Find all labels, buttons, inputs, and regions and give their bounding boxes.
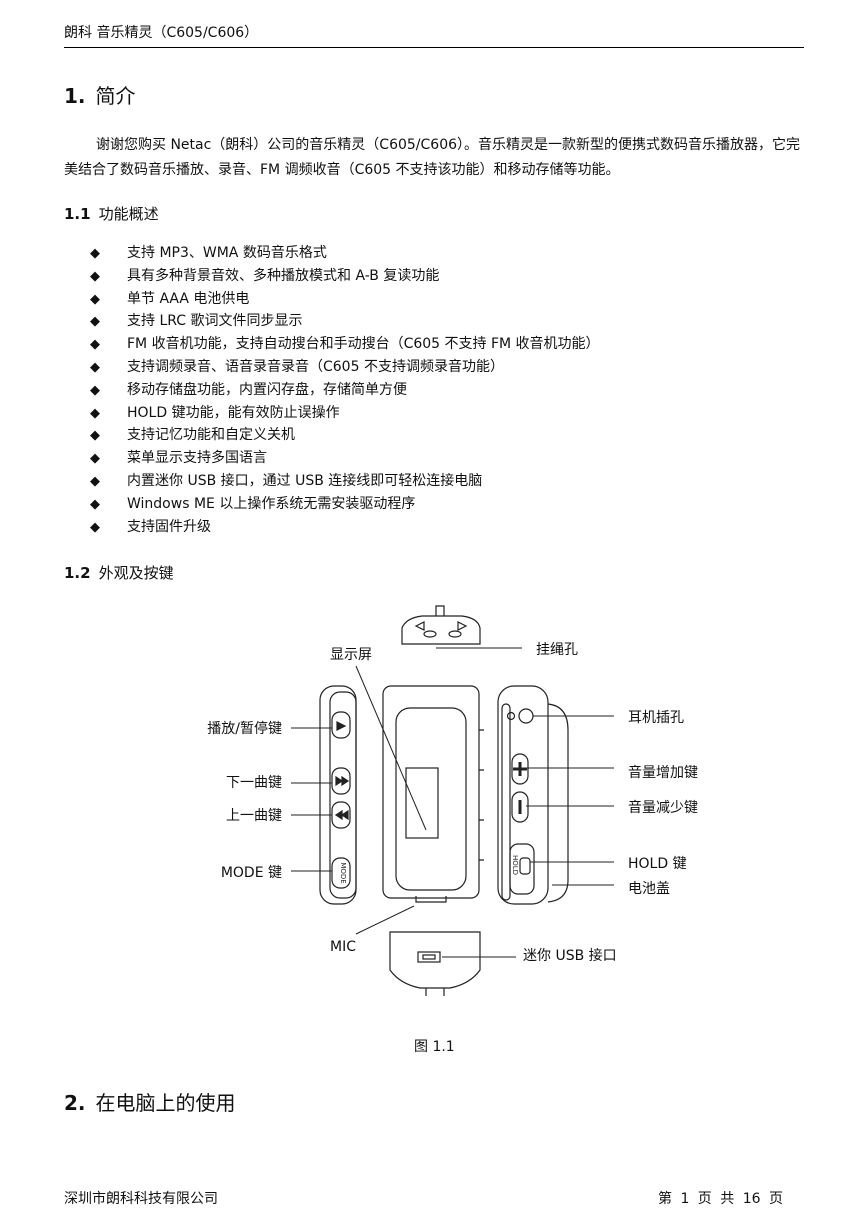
list-item: ◆移动存储盘功能，内置闪存盘，存储简单方便 [90,379,600,402]
bullet-icon: ◆ [90,405,100,421]
bullet-icon: ◆ [90,268,100,284]
bullet-icon: ◆ [90,496,100,512]
top-view-drawing [401,605,481,645]
bullet-icon: ◆ [90,451,100,467]
intro-paragraph: 谢谢您购买 Netac（朗科）公司的音乐精灵（C605/C606）。音乐精灵是一… [64,137,801,178]
section-1-1-title: 功能概述 [98,205,159,223]
bullet-icon: ◆ [90,314,100,330]
device-diagram: MODE HOLD [180,600,740,1000]
section-1-2-title: 外观及按键 [98,564,174,582]
list-item: ◆FM 收音机功能，支持自动搜台和手动搜台（C605 不支持 FM 收音机功能） [90,333,600,356]
left-side-view-drawing: MODE [319,685,357,905]
device-drawing: MODE HOLD [291,605,614,996]
right-side-view-drawing: HOLD [497,685,569,905]
volume-up-key-label: 音量增加键 [628,765,698,781]
list-item: ◆HOLD 键功能，能有效防止误操作 [90,402,600,425]
bullet-icon: ◆ [90,428,100,444]
bullet-icon: ◆ [90,337,100,353]
bullet-icon: ◆ [90,382,100,398]
footer-page-number: 第 1 页 共 16 页 [658,1191,783,1207]
play-pause-key-label: 播放/暂停键 [207,721,282,737]
next-track-key-label: 下一曲键 [226,775,282,791]
mini-usb-port-label: 迷你 USB 接口 [523,948,617,964]
svg-text:MODE: MODE [339,862,347,883]
list-item: ◆单节 AAA 电池供电 [90,288,600,311]
section-2-number: 2. [64,1091,86,1115]
bullet-icon: ◆ [90,246,100,261]
mode-key-label: MODE 键 [220,865,282,881]
page-header: 朗科 音乐精灵（C605/C606） [64,22,804,48]
section-2-title: 在电脑上的使用 [95,1091,236,1115]
display-label: 显示屏 [330,647,372,663]
hold-key-label: HOLD 键 [628,856,687,872]
section-1-2-heading: 1.2 外观及按键 [64,562,174,583]
footer-company: 深圳市朗科科技有限公司 [64,1191,218,1207]
svg-text:HOLD: HOLD [511,855,519,875]
bullet-icon: ◆ [90,519,100,535]
volume-down-key-label: 音量减少键 [628,800,698,816]
mic-label: MIC [330,939,356,955]
list-item: ◆内置迷你 USB 接口，通过 USB 连接线即可轻松连接电脑 [90,470,600,493]
headphone-jack-label: 耳机插孔 [628,710,684,726]
leader-lines [291,647,614,958]
list-item: ◆支持固件升级 [90,516,600,539]
front-view-drawing [382,685,484,903]
bullet-icon: ◆ [90,359,100,375]
section-2-heading: 2. 在电脑上的使用 [64,1087,236,1116]
list-item: ◆菜单显示支持多国语言 [90,447,600,470]
section-1-number: 1. [64,84,86,108]
bottom-view-drawing [389,931,481,996]
list-item: ◆支持记忆功能和自定义关机 [90,424,600,447]
list-item: ◆支持调频录音、语音录音录音（C605 不支持调频录音功能） [90,356,600,379]
feature-list: ◆支持 MP3、WMA 数码音乐格式 ◆具有多种背景音效、多种播放模式和 A-B… [90,242,600,538]
list-item: ◆支持 MP3、WMA 数码音乐格式 [90,242,600,265]
list-item: ◆支持 LRC 歌词文件同步显示 [90,310,600,333]
figure-caption: 图 1.1 [414,1039,455,1055]
bullet-icon: ◆ [90,291,100,307]
lanyard-hole-label: 挂绳孔 [536,642,578,658]
list-item: ◆具有多种背景音效、多种播放模式和 A-B 复读功能 [90,265,600,288]
battery-cover-label: 电池盖 [628,881,670,897]
section-1-2-number: 1.2 [64,564,91,582]
section-1-heading: 1. 简介 [64,80,136,109]
previous-track-key-label: 上一曲键 [226,808,282,824]
bullet-icon: ◆ [90,473,100,489]
section-1-1-heading: 1.1 功能概述 [64,203,159,224]
section-1-1-number: 1.1 [64,205,91,223]
list-item: ◆Windows ME 以上操作系统无需安装驱动程序 [90,493,600,516]
section-1-title: 简介 [95,84,136,108]
